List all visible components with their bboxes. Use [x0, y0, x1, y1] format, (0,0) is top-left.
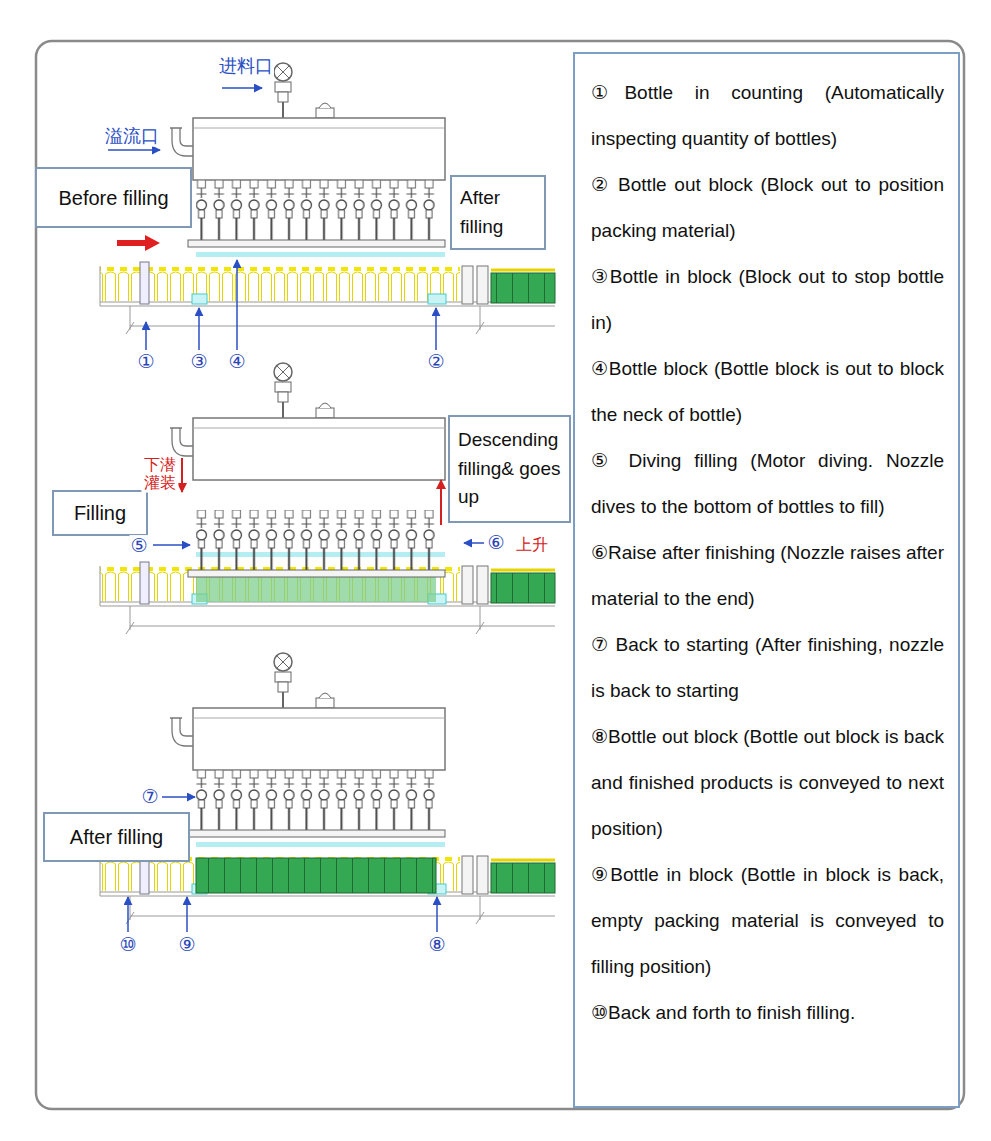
text-group: Before filling [45, 183, 182, 213]
rise-arrow [440, 480, 442, 525]
step-description: ⑥Raise after finishing (Nozzle raises af… [591, 530, 944, 622]
callout-number: ⑩ [118, 934, 137, 956]
stage-label-box: After filling [43, 812, 190, 862]
leader-arrow [436, 897, 438, 932]
description-panel: ①Bottle in counting (Automatically inspe… [573, 52, 960, 1108]
label-text: Before filling [45, 183, 182, 213]
leader-arrow [162, 796, 195, 798]
callout-number: ④ [227, 351, 246, 373]
stage-label-box: After filling [450, 175, 546, 250]
step-description: ①Bottle in counting (Automatically inspe… [591, 70, 944, 162]
step-description: ⑤ Diving filling (Motor diving. Nozzle d… [591, 438, 944, 530]
text-group: Descending filling& goes up [458, 426, 561, 512]
stage-label-box: Filling [52, 490, 148, 536]
filler-tank [170, 63, 445, 180]
leader-arrow [464, 542, 484, 544]
callout-number: ⑧ [427, 934, 446, 956]
text-group: After filling [53, 822, 180, 852]
nozzle-row [188, 770, 445, 837]
outer-frame [36, 41, 964, 1109]
text-group: Filling [62, 498, 138, 528]
conveyor [100, 252, 555, 334]
overflow-label: 溢流口 [104, 126, 160, 147]
step-description: ⑩Back and forth to finish filling. [591, 990, 944, 1036]
inlet-label: 进料口 [218, 56, 274, 77]
leader-arrow [236, 260, 238, 350]
stage-label-box: Before filling [35, 167, 192, 228]
after-filling-stage [100, 653, 555, 924]
step-description: ③Bottle in block (Block out to stop bott… [591, 254, 944, 346]
callout-number: ③ [189, 351, 208, 373]
filler-tank [170, 653, 445, 770]
text-group: After filling [460, 184, 536, 241]
leader-arrow [198, 308, 200, 350]
step-description: ⑧Bottle out block (Bottle out block is b… [591, 714, 944, 852]
step-description: ④Bottle block (Bottle block is out to bl… [591, 346, 944, 438]
dive-fill-label: 下潜 灌装 [141, 456, 178, 493]
filler-tank [170, 363, 445, 480]
callout-number: ⑦ [140, 786, 159, 808]
step-description: ② Bottle out block (Block out to positio… [591, 162, 944, 254]
label-text: Filling [62, 498, 138, 528]
leader-arrow [127, 897, 129, 932]
leader-arrow [186, 897, 188, 932]
nozzle-row [188, 180, 445, 247]
leader-arrow [435, 308, 437, 350]
label-text: After filling [460, 184, 536, 241]
rise-label: 上升 [515, 536, 549, 554]
step-description: ⑦ Back to starting (After finishing, noz… [591, 622, 944, 714]
inlet-arrow [222, 87, 262, 89]
callout-number: ② [426, 351, 445, 373]
callout-number: ① [136, 351, 155, 373]
stage-label-box: Descending filling& goes up [448, 415, 571, 523]
filled-bottles [196, 858, 436, 893]
label-text: After filling [53, 822, 180, 852]
step-description: ⑨Bottle in block (Bottle in block is bac… [591, 852, 944, 990]
callout-number: ⑨ [177, 934, 196, 956]
descend-arrow [181, 458, 183, 492]
label-text: Descending filling& goes up [458, 426, 561, 512]
callout-number: ⑥ [486, 532, 505, 554]
leader-arrow [145, 322, 147, 350]
nozzle-row [188, 510, 445, 577]
flow-direction-arrow [117, 235, 160, 251]
leader-arrow [153, 544, 190, 546]
text-group: ①Bottle in counting (Automatically inspe… [591, 70, 944, 1036]
callout-number: ⑤ [129, 535, 148, 557]
overflow-arrow [108, 149, 160, 151]
